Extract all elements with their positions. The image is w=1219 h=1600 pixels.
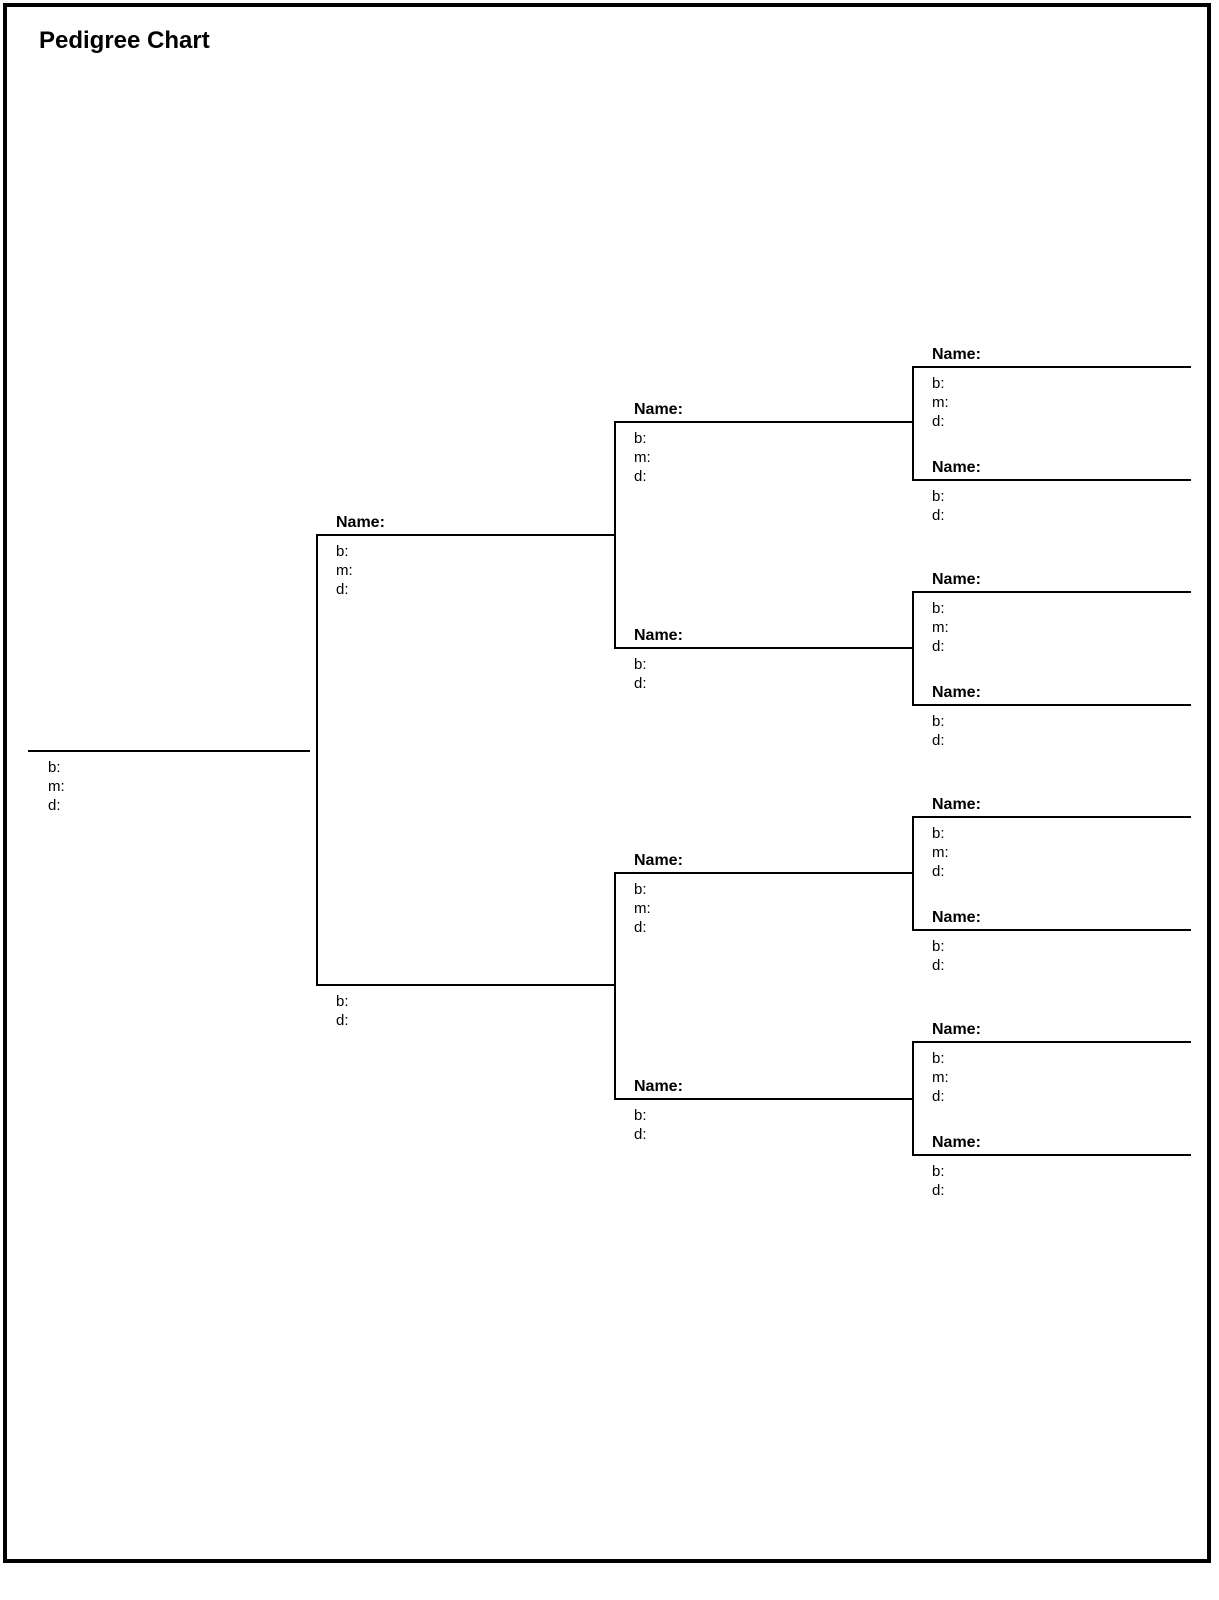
- person-15-name-label: Name:: [932, 1134, 981, 1151]
- person-4-born-label: b:: [634, 430, 647, 447]
- connector-gen4-1: [912, 366, 914, 481]
- person-10-line: [912, 591, 1191, 593]
- person-13-line: [912, 929, 1191, 931]
- person-4-died-label: d:: [634, 468, 647, 485]
- person-5-line: [614, 647, 912, 649]
- person-14-name-label: Name:: [932, 1021, 981, 1038]
- person-11-name-label: Name:: [932, 684, 981, 701]
- person-9-born-label: b:: [932, 488, 945, 505]
- person-2-died-label: d:: [336, 581, 349, 598]
- person-10-died-label: d:: [932, 638, 945, 655]
- connector-gen3-lower: [614, 872, 616, 1099]
- person-15-died-label: d:: [932, 1182, 945, 1199]
- person-5-born-label: b:: [634, 656, 647, 673]
- person-8-married-label: m:: [932, 394, 949, 411]
- person-1-died-label: d:: [48, 797, 61, 814]
- person-15-line: [912, 1154, 1191, 1156]
- person-15-born-label: b:: [932, 1163, 945, 1180]
- person-11-line: [912, 704, 1191, 706]
- person-12-name-label: Name:: [932, 796, 981, 813]
- connector-gen3-upper: [614, 421, 616, 647]
- person-12-died-label: d:: [932, 863, 945, 880]
- person-9-died-label: d:: [932, 507, 945, 524]
- person-8-died-label: d:: [932, 413, 945, 430]
- person-14-married-label: m:: [932, 1069, 949, 1086]
- person-3-line: [316, 984, 614, 986]
- person-1-line: [28, 750, 310, 752]
- person-6-died-label: d:: [634, 919, 647, 936]
- person-1-married-label: m:: [48, 778, 65, 795]
- person-12-married-label: m:: [932, 844, 949, 861]
- person-7-born-label: b:: [634, 1107, 647, 1124]
- person-4-name-label: Name:: [634, 401, 683, 418]
- person-3-died-label: d:: [336, 1012, 349, 1029]
- connector-gen2: [316, 534, 318, 986]
- person-3-born-label: b:: [336, 993, 349, 1010]
- person-6-name-label: Name:: [634, 852, 683, 869]
- person-2-line: [316, 534, 614, 536]
- person-2-married-label: m:: [336, 562, 353, 579]
- person-14-born-label: b:: [932, 1050, 945, 1067]
- person-6-married-label: m:: [634, 900, 651, 917]
- person-7-line: [614, 1098, 912, 1100]
- person-13-born-label: b:: [932, 938, 945, 955]
- person-9-line: [912, 479, 1191, 481]
- person-4-line: [614, 421, 912, 423]
- person-2-name-label: Name:: [336, 514, 385, 531]
- person-14-line: [912, 1041, 1191, 1043]
- person-5-died-label: d:: [634, 675, 647, 692]
- person-8-line: [912, 366, 1191, 368]
- person-7-name-label: Name:: [634, 1078, 683, 1095]
- person-10-married-label: m:: [932, 619, 949, 636]
- person-12-born-label: b:: [932, 825, 945, 842]
- page-border: [3, 3, 1211, 1563]
- person-5-name-label: Name:: [634, 627, 683, 644]
- person-13-died-label: d:: [932, 957, 945, 974]
- person-10-name-label: Name:: [932, 571, 981, 588]
- connector-gen4-4: [912, 1041, 914, 1156]
- connector-gen4-2: [912, 591, 914, 706]
- person-7-died-label: d:: [634, 1126, 647, 1143]
- person-2-born-label: b:: [336, 543, 349, 560]
- person-9-name-label: Name:: [932, 459, 981, 476]
- person-1-born-label: b:: [48, 759, 61, 776]
- person-6-line: [614, 872, 912, 874]
- person-6-born-label: b:: [634, 881, 647, 898]
- person-12-line: [912, 816, 1191, 818]
- person-11-born-label: b:: [932, 713, 945, 730]
- person-8-born-label: b:: [932, 375, 945, 392]
- person-4-married-label: m:: [634, 449, 651, 466]
- person-11-died-label: d:: [932, 732, 945, 749]
- person-14-died-label: d:: [932, 1088, 945, 1105]
- person-10-born-label: b:: [932, 600, 945, 617]
- connector-gen4-3: [912, 816, 914, 931]
- page-title: Pedigree Chart: [39, 27, 210, 54]
- person-8-name-label: Name:: [932, 346, 981, 363]
- person-13-name-label: Name:: [932, 909, 981, 926]
